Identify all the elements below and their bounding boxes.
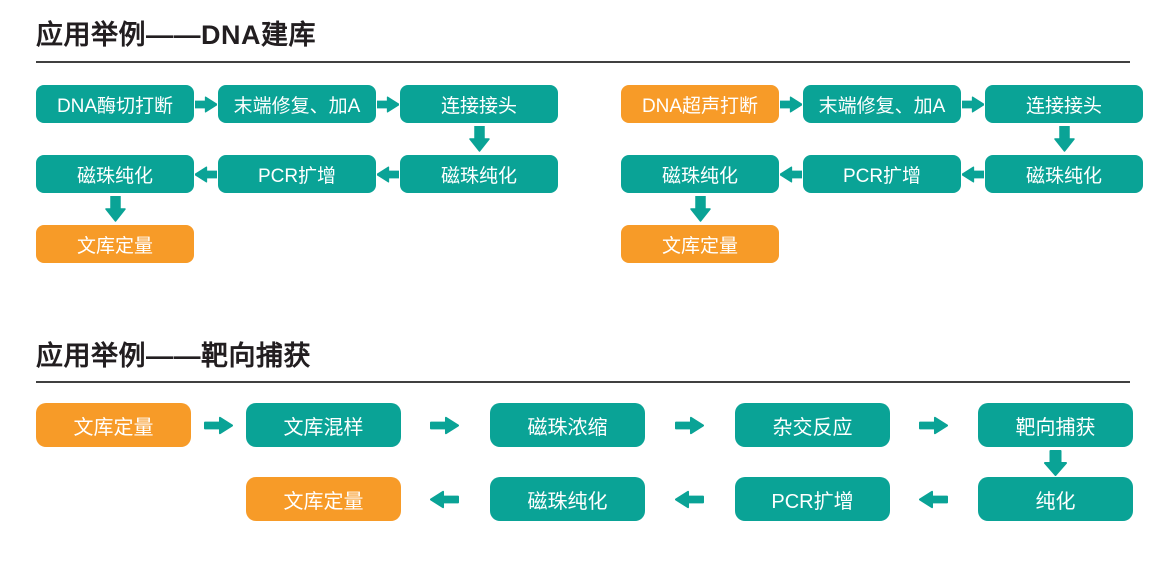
arrow-down-icon	[36, 193, 194, 225]
flow-dna-enzyme: DNA酶切打断 末端修复、加A 连接接头 磁珠纯化 PCR扩增 磁珠纯化 文库定…	[36, 85, 558, 263]
section-title-target-capture: 应用举例——靶向捕获	[36, 341, 311, 371]
flow-dna-sonication: DNA超声打断 末端修复、加A 连接接头 磁珠纯化 PCR扩增 磁珠纯化 文库定…	[621, 85, 1143, 263]
node-ligate-adapter: 连接接头	[400, 85, 558, 123]
node-end-repair: 末端修复、加A	[218, 85, 376, 123]
node-purify: 纯化	[978, 477, 1133, 521]
node-bead-purify-1: 磁珠纯化	[985, 155, 1143, 193]
node-target-capture: 靶向捕获	[978, 403, 1133, 447]
node-end-repair: 末端修复、加A	[803, 85, 961, 123]
arrow-left-icon	[919, 490, 948, 509]
arrow-right-icon	[919, 416, 948, 435]
node-library-quant: 文库定量	[36, 225, 194, 263]
node-hybridization: 杂交反应	[735, 403, 890, 447]
arrow-right-icon	[376, 85, 400, 123]
arrow-left-icon	[376, 155, 400, 193]
arrow-down-icon	[400, 123, 558, 155]
arrow-right-icon	[675, 416, 704, 435]
node-bead-purify-2: 磁珠纯化	[621, 155, 779, 193]
node-library-pool: 文库混样	[246, 403, 401, 447]
arrow-right-icon	[430, 416, 459, 435]
arrow-down-icon	[621, 193, 779, 225]
node-bead-purify-2: 磁珠纯化	[36, 155, 194, 193]
node-ligate-adapter: 连接接头	[985, 85, 1143, 123]
node-pcr-amplify: PCR扩增	[735, 477, 890, 521]
node-pcr-amplify: PCR扩增	[803, 155, 961, 193]
title-divider	[36, 381, 1130, 383]
arrow-down-icon	[1044, 450, 1067, 476]
arrow-right-icon	[779, 85, 803, 123]
node-pcr-amplify: PCR扩增	[218, 155, 376, 193]
arrow-left-icon	[675, 490, 704, 509]
arrow-left-icon	[779, 155, 803, 193]
title-divider	[36, 61, 1130, 63]
node-sonication-shear: DNA超声打断	[621, 85, 779, 123]
arrow-right-icon	[204, 416, 233, 435]
flow-target-capture: 文库定量 文库混样 磁珠浓缩 杂交反应 靶向捕获 文库定量 磁珠纯化 PCR扩增	[0, 403, 1164, 533]
arrow-left-icon	[194, 155, 218, 193]
node-bead-purify-1: 磁珠纯化	[400, 155, 558, 193]
node-bead-purify: 磁珠纯化	[490, 477, 645, 521]
node-bead-concentrate: 磁珠浓缩	[490, 403, 645, 447]
arrow-right-icon	[961, 85, 985, 123]
node-library-quant: 文库定量	[36, 403, 191, 447]
node-library-quant-final: 文库定量	[246, 477, 401, 521]
arrow-right-icon	[194, 85, 218, 123]
arrow-left-icon	[961, 155, 985, 193]
arrow-left-icon	[430, 490, 459, 509]
node-library-quant: 文库定量	[621, 225, 779, 263]
section-title-dna-library: 应用举例——DNA建库	[36, 20, 316, 50]
node-enzyme-shear: DNA酶切打断	[36, 85, 194, 123]
arrow-down-icon	[985, 123, 1143, 155]
